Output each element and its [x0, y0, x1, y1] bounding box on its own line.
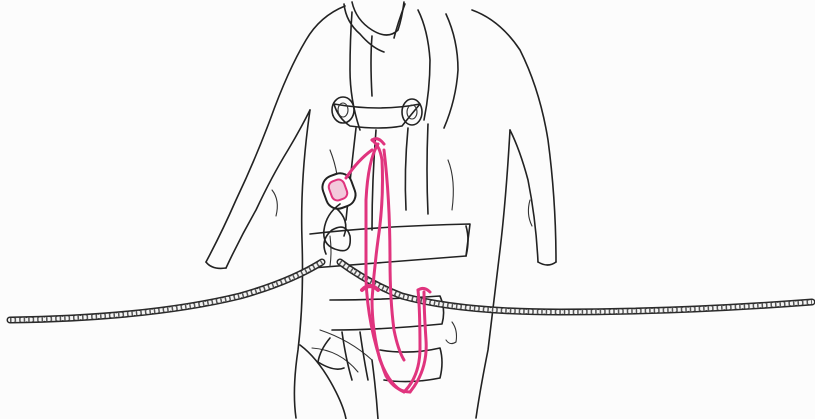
carabiner [319, 170, 359, 254]
energy-absorbing-lanyard [346, 139, 430, 392]
lifeline-rope [10, 262, 812, 320]
